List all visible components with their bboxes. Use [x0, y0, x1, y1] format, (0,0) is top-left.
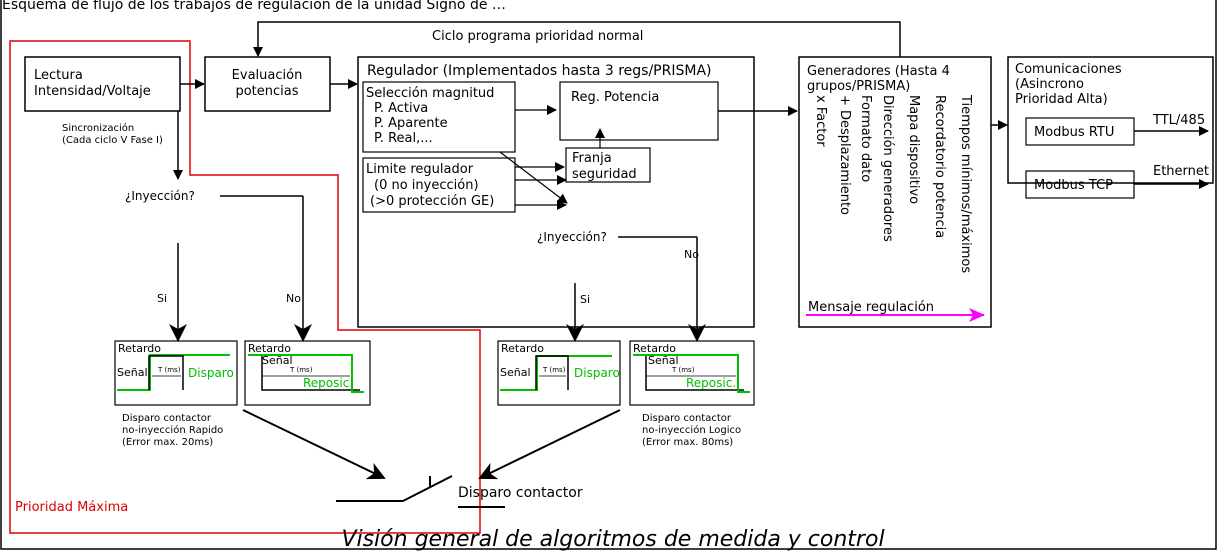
disparo-contactor-label: Disparo contactor — [458, 485, 583, 501]
limite-line2: (0 no inyección) — [374, 178, 479, 193]
limite-title: Limite regulador — [366, 162, 474, 177]
gen-vertical-3: Dirección generadores — [880, 95, 895, 242]
reposic-label: Reposic. — [303, 376, 353, 390]
retardo-label: Retardo — [633, 342, 676, 355]
reg-potencia-label: Reg. Potencia — [571, 90, 659, 105]
timing-diagram-disparo-right: Retardo Señal T (ms) Disparo — [497, 340, 621, 406]
senal-label: Señal — [500, 366, 531, 379]
right-inyeccion-label: ¿Inyección? — [537, 230, 607, 244]
gen-vertical-0: Tiempos mínimos/máximos — [958, 94, 973, 273]
disparo-logico-line1: Disparo contactor — [642, 413, 732, 424]
seleccion-item: P. Real,... — [374, 131, 433, 146]
timing-diagram-disparo-left: Retardo Señal T (ms) Disparo — [114, 340, 238, 406]
left-inyeccion-label: ¿Inyección? — [125, 189, 195, 203]
gen-vertical-4: Formato dato — [858, 95, 873, 182]
t-ms-label: T (ms) — [289, 366, 313, 374]
t-ms-label: T (ms) — [542, 366, 566, 374]
top-partial-text: Esquema de flujo de los trabajos de regu… — [2, 0, 506, 13]
disparo-label: Disparo — [574, 366, 620, 380]
franja-line2: seguridad — [572, 167, 637, 182]
ttl-485-label: TTL/485 — [1152, 113, 1205, 128]
generadores-box — [798, 56, 992, 328]
left-no-label: No — [286, 292, 301, 305]
disparo-rapido-line1: Disparo contactor — [122, 413, 212, 424]
t-ms-label: T (ms) — [671, 366, 695, 374]
retardo-label: Retardo — [248, 342, 291, 355]
gen-vertical-1: Recordatorio potencia — [932, 95, 947, 238]
left-si-label: Si — [157, 292, 167, 305]
seleccion-item: P. Aparente — [374, 116, 448, 131]
gen-vertical-2: Mapa dispositivo — [906, 95, 921, 204]
timing-diagram-reposic-left: Retardo Señal T (ms) Reposic. — [244, 340, 371, 406]
mensaje-regulacion-label: Mensaje regulación — [808, 300, 934, 315]
gen-vertical-5: + Desplazamiento — [837, 95, 852, 215]
disparo-logico-line3: (Error max. 80ms) — [642, 437, 733, 448]
comunicaciones-line1: Comunicaciones — [1015, 62, 1122, 77]
franja-box — [565, 147, 651, 183]
limite-box — [362, 157, 516, 213]
comunicaciones-line3: Prioridad Alta) — [1015, 92, 1108, 107]
lectura-line1: Lectura — [34, 68, 83, 83]
seleccion-item: P. Activa — [374, 101, 428, 116]
retardo-label: Retardo — [118, 342, 161, 355]
senal-label: Señal — [262, 354, 293, 367]
retardo-label: Retardo — [501, 342, 544, 355]
generadores-line2: grupos/PRISMA) — [807, 79, 910, 94]
limite-line3: (>0 protección GE) — [370, 194, 494, 209]
ciclo-label: Ciclo programa prioridad normal — [432, 29, 643, 44]
ciclo-loop-arrow — [253, 21, 901, 57]
seleccion-title: Selección magnitud — [366, 86, 494, 101]
disparo-rapido-line2: no-inyección Rapido — [122, 424, 223, 436]
contactor-switch-icon — [336, 475, 505, 508]
right-no-label: No — [684, 248, 699, 261]
priority-max-label: Prioridad Máxima — [15, 500, 128, 515]
gen-vertical-6: x Factor — [813, 95, 828, 147]
franja-line1: Franja — [572, 151, 612, 166]
senal-label: Señal — [648, 354, 679, 367]
sync-line2: (Cada ciclo V Fase I) — [62, 135, 163, 146]
disparo-logico-line2: no-inyección Logico — [642, 424, 741, 436]
reposic-label: Reposic. — [686, 376, 736, 390]
arrow-logico-contactor — [478, 409, 621, 480]
evaluacion-line2: potencias — [235, 84, 298, 99]
modbus-tcp-label: Modbus TCP — [1034, 178, 1113, 193]
evaluacion-line1: Evaluación — [232, 68, 303, 83]
regulador-box — [357, 56, 755, 328]
t-ms-label: T (ms) — [157, 366, 181, 374]
disparo-label: Disparo — [188, 366, 234, 380]
arrow-seleccion-inyeccion — [499, 151, 568, 204]
figure-caption: Visión general de algoritmos de medida y… — [341, 527, 884, 551]
disparo-rapido-line3: (Error max. 20ms) — [122, 437, 213, 448]
arrow-rapido-contactor — [242, 409, 386, 480]
right-si-label: Si — [580, 293, 590, 306]
ethernet-label: Ethernet — [1153, 164, 1209, 179]
senal-label: Señal — [117, 366, 148, 379]
comunicaciones-box — [1007, 56, 1214, 184]
timing-diagram-reposic-right: Retardo Señal T (ms) Reposic. — [629, 340, 755, 406]
generadores-line1: Generadores (Hasta 4 — [807, 64, 950, 79]
regulador-title: Regulador (Implementados hasta 3 regs/PR… — [367, 63, 712, 79]
sync-line1: Sincronización — [62, 122, 134, 134]
priority-max-outline — [9, 40, 481, 534]
comunicaciones-line2: (Asincrono — [1015, 77, 1084, 92]
modbus-rtu-label: Modbus RTU — [1034, 125, 1114, 140]
lectura-line2: Intensidad/Voltaje — [34, 84, 151, 99]
seleccion-box — [362, 81, 516, 153]
